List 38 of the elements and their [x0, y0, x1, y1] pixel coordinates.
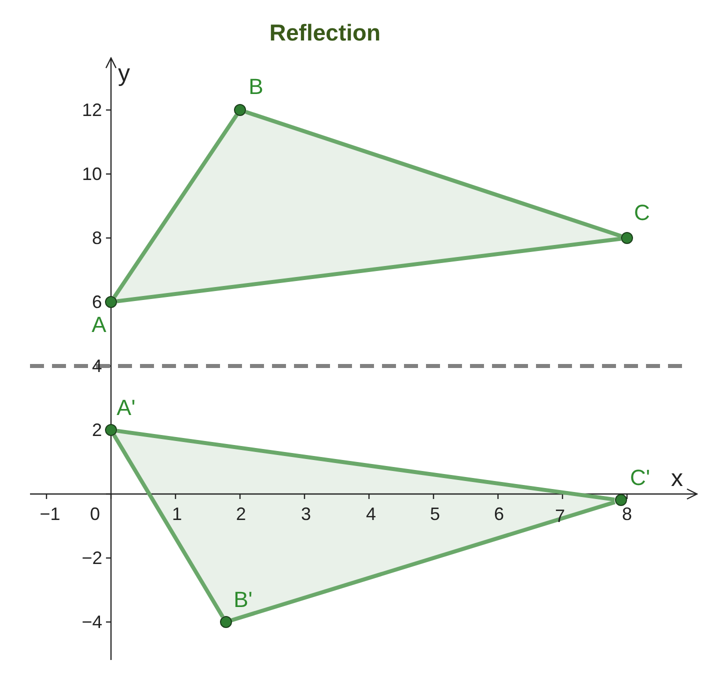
point-label: B' — [234, 589, 252, 611]
tick-label: 2 — [92, 421, 102, 439]
point-marker — [105, 296, 117, 308]
tick-label: 4 — [366, 505, 376, 523]
point-label: C' — [630, 467, 650, 489]
point-label: A' — [116, 397, 136, 419]
triangle-side — [230, 500, 616, 622]
point-label: C — [634, 202, 650, 224]
point-label: A — [92, 314, 106, 336]
tick-label: 6 — [92, 293, 102, 311]
axis-label: y — [118, 62, 130, 86]
triangle-side — [112, 434, 224, 618]
tick-label: 4 — [92, 357, 102, 375]
tick-label: 12 — [82, 101, 102, 119]
triangle-side — [116, 428, 615, 502]
tick-label: 5 — [430, 505, 440, 523]
point-marker — [621, 232, 633, 244]
point-marker — [234, 104, 246, 116]
tick-label: 2 — [236, 505, 246, 523]
point-marker — [614, 494, 627, 506]
tick-label: −4 — [82, 613, 102, 631]
point-label: B — [248, 76, 264, 98]
point-marker — [220, 616, 232, 628]
tick-label: 8 — [622, 505, 632, 523]
tick-label: −2 — [82, 549, 102, 567]
tick-label: 6 — [494, 505, 504, 523]
tick-label: 1 — [172, 505, 182, 523]
axis-label: x — [671, 467, 683, 491]
title: Reflection — [269, 20, 381, 46]
tick-label: 3 — [301, 505, 311, 523]
tick-label: 0 — [90, 505, 100, 523]
tick-label: 10 — [82, 165, 102, 183]
point-marker — [105, 424, 117, 436]
triangle-side — [116, 236, 622, 304]
tick-label: −1 — [40, 505, 60, 523]
tick-label: 8 — [92, 229, 102, 247]
triangle-side — [112, 114, 238, 298]
triangle-side — [245, 110, 622, 238]
